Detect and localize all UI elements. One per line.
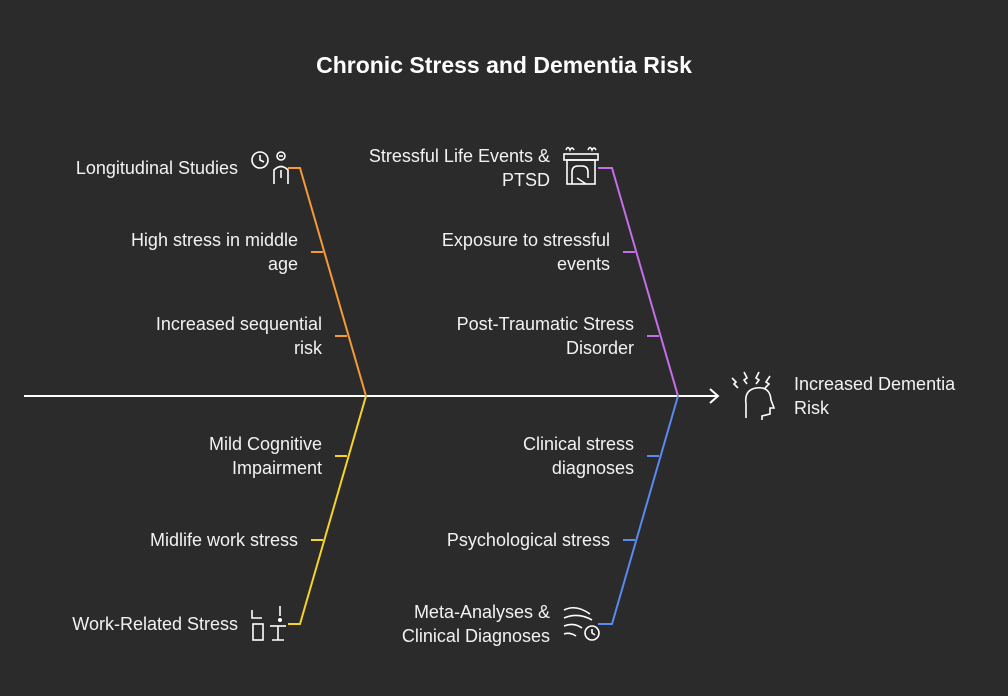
label-increased-sequential-risk: Increased sequential risk: [62, 312, 322, 360]
branch-work: [288, 395, 367, 625]
spine-arrowhead: [709, 388, 720, 404]
result-line1: Increased Dementia: [794, 374, 956, 394]
page-title: Chronic Stress and Dementia Risk: [316, 52, 692, 78]
branch-life-events: [598, 167, 679, 397]
branch-longitudinal-rib: [288, 167, 367, 397]
label-life-events-line1: Stressful Life Events &: [368, 146, 550, 166]
label-clinical-line1: Clinical stress: [522, 434, 634, 454]
label-longitudinal-head-line1: Longitudinal Studies: [75, 158, 238, 178]
label-meta-line1: Meta-Analyses &: [413, 602, 550, 622]
label-longitudinal-head: Longitudinal Studies: [0, 156, 238, 180]
label-life-events-head: Stressful Life Events & PTSD: [290, 144, 550, 192]
label-exposure-line2: events: [556, 254, 610, 274]
result-label: Increased Dementia Risk: [794, 372, 994, 420]
branch-longitudinal: [288, 167, 367, 397]
label-ptsd-line2: Disorder: [565, 338, 634, 358]
label-sequential-line1: Increased sequential: [155, 314, 322, 334]
label-mci-line1: Mild Cognitive: [208, 434, 322, 454]
branch-meta: [598, 395, 679, 625]
label-work-head: Work-Related Stress: [0, 612, 238, 636]
label-mild-cognitive-impairment: Mild Cognitive Impairment: [62, 432, 322, 480]
label-exposure-stressful-events: Exposure to stressful events: [350, 228, 610, 276]
label-meta-line2: Clinical Diagnoses: [401, 626, 550, 646]
label-clinical-stress-diagnoses: Clinical stress diagnoses: [374, 432, 634, 480]
label-high-stress-line2: age: [267, 254, 298, 274]
label-work-head-line1: Work-Related Stress: [72, 614, 238, 634]
label-ptsd: Post-Traumatic Stress Disorder: [374, 312, 634, 360]
stressed-head-icon: [731, 371, 776, 420]
label-exposure-line1: Exposure to stressful: [441, 230, 610, 250]
label-sequential-line2: risk: [294, 338, 322, 358]
result-line2: Risk: [794, 398, 829, 418]
label-life-events-line2: PTSD: [501, 170, 550, 190]
label-psych-line1: Psychological stress: [446, 530, 610, 550]
label-clinical-line2: diagnoses: [551, 458, 634, 478]
label-high-stress-line1: High stress in middle: [130, 230, 298, 250]
label-high-stress-middle-age: High stress in middle age: [38, 228, 298, 276]
label-psychological-stress: Psychological stress: [350, 528, 610, 552]
building-fire-icon: [563, 146, 599, 185]
label-midlife-line1: Midlife work stress: [149, 530, 298, 550]
branch-meta-rib: [598, 395, 679, 625]
label-ptsd-line1: Post-Traumatic Stress: [456, 314, 634, 334]
branch-work-rib: [288, 395, 367, 625]
label-meta-head: Meta-Analyses & Clinical Diagnoses: [290, 600, 550, 648]
desk-worker-icon: [251, 606, 286, 641]
label-midlife-work-stress: Midlife work stress: [38, 528, 298, 552]
wind-clock-icon: [563, 606, 600, 641]
branch-life-events-rib: [598, 167, 679, 397]
label-mci-line2: Impairment: [231, 458, 322, 478]
clock-person-icon: [251, 151, 289, 184]
